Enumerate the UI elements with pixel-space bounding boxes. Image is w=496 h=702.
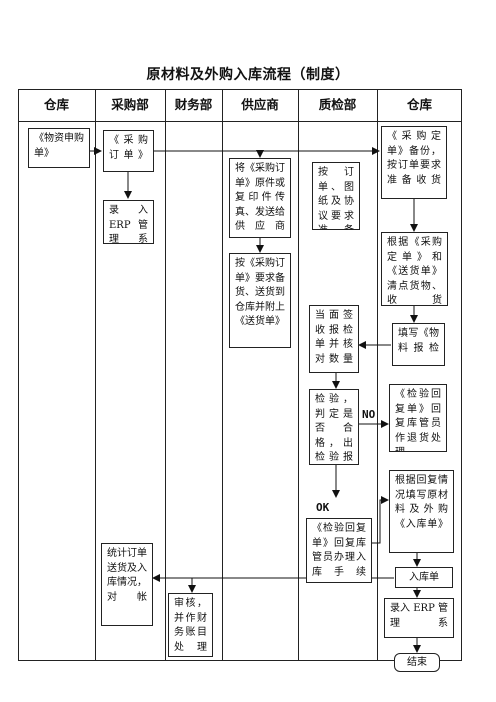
box-count-goods: 根据《采购定单》和《送货单》清点货物、收货	[381, 232, 448, 306]
box-enter-erp: 录入ERP管理系	[103, 200, 154, 244]
box-end: 结束	[394, 653, 440, 672]
column-header-warehouse-2: 仓库	[406, 97, 432, 112]
box-order-backup: 《采购定单》备份，按订单要求准备收货	[381, 126, 447, 199]
box-reply-stockin: 《检验回复单》回复库管员办理入库手续	[306, 518, 372, 583]
column-divider	[165, 89, 166, 661]
column-header-quality: 质检部	[318, 97, 357, 112]
box-reply-return: 《检验回复单》回复库管员作退货处理	[389, 384, 447, 452]
column-header-finance: 财务部	[174, 97, 213, 112]
box-purchase-order: 《采购订单》	[103, 130, 154, 172]
box-stats-reconcile: 统计订单送货及入库情况，对帐	[101, 543, 153, 626]
label-ok: OK	[316, 501, 330, 514]
box-finance-audit: 审核，并作财务账目处理	[168, 593, 213, 657]
box-enter-erp-2: 录入 ERP 管理系	[384, 598, 454, 638]
column-header-warehouse: 仓库	[43, 97, 69, 112]
column-header-supplier: 供应商	[241, 97, 279, 112]
column-divider	[298, 89, 299, 661]
box-sign-inspection: 当面签收报检单并核对数量	[309, 305, 359, 373]
box-material-request: 《物资申购单》	[28, 128, 90, 168]
flowchart-frame	[18, 89, 462, 661]
box-fill-inspection-form: 填写《物料报检	[392, 323, 445, 366]
box-judge-qualified: 检验，判定是否合格，出检验报	[309, 389, 359, 465]
box-receipt-doc: 入库单	[395, 567, 453, 588]
column-header-purchasing: 采购部	[111, 97, 149, 112]
arrow-reply-to-fill-receipt	[372, 496, 389, 544]
box-send-to-supplier: 将《采购订单》原件或复印件传真、发送给供应商	[229, 158, 291, 238]
box-fill-stockin-form: 根据回复情况填写原材料及外购《入库单》	[389, 470, 454, 553]
box-prepare-per-order: 按订单、图纸及协议要求准备	[312, 162, 360, 230]
page-title: 原材料及外购入库流程（制度）	[146, 67, 350, 83]
column-divider	[222, 89, 223, 661]
column-divider	[377, 89, 378, 661]
label-no: NO	[362, 408, 376, 421]
box-supplier-deliver: 按《采购订单》要求备货、送货到仓库并附上《送货单》	[229, 253, 291, 348]
header-divider	[18, 121, 462, 122]
column-divider	[95, 89, 96, 661]
